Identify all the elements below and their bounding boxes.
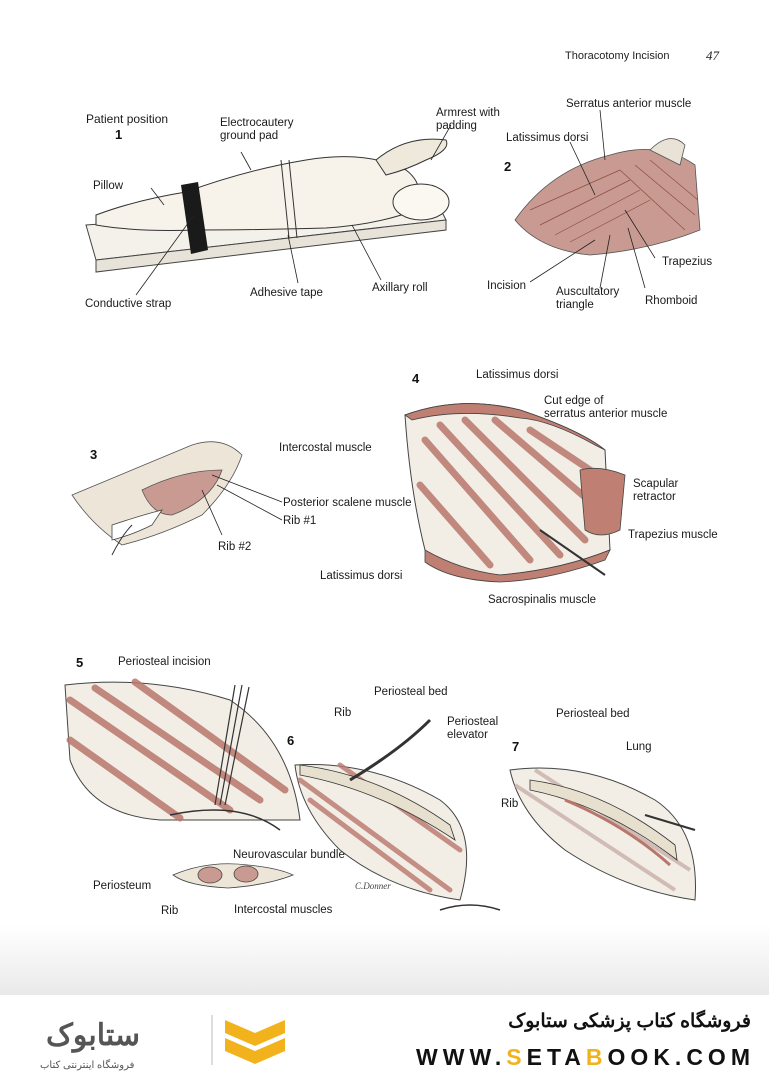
fig1-label-armrest: Armrest with padding <box>436 107 500 132</box>
fig6-label-periosteal-bed: Periosteal bed <box>374 686 448 698</box>
fig7-number: 7 <box>512 739 520 754</box>
fig2-label-serratus: Serratus anterior muscle <box>566 98 692 110</box>
fig1-label-ground-pad: Electrocautery ground pad <box>220 117 294 142</box>
fig5-label-intercostal: Intercostal muscles <box>234 904 333 916</box>
fig2-label-incision: Incision <box>487 280 526 292</box>
fig3-number: 3 <box>90 447 98 462</box>
footer-banner <box>0 995 769 1080</box>
fig1-label-tape: Adhesive tape <box>250 287 323 299</box>
fig4-label-cut-edge: Cut edge of serratus anterior muscle <box>544 395 668 420</box>
fig2-back-muscles-illustration <box>514 109 701 289</box>
fig4-label-latissimus-top: Latissimus dorsi <box>476 369 559 381</box>
brand-url[interactable]: WWW.SETABOOK.COM <box>416 1044 755 1070</box>
fig4-number: 4 <box>412 371 420 386</box>
fig6-label-rib: Rib <box>334 707 352 719</box>
fig6-label-elevator: Periosteal elevator <box>447 716 499 741</box>
fig5-rib-cross-section <box>172 863 295 889</box>
fig4-label-intercostal: Intercostal muscle <box>279 442 372 454</box>
fig2-label-trapezius: Trapezius <box>662 256 713 268</box>
fig2-label-latissimus: Latissimus dorsi <box>506 132 589 144</box>
fig3-apex-illustration <box>71 441 283 556</box>
fig2-label-rhomboid: Rhomboid <box>645 295 698 307</box>
fig5-label-rib: Rib <box>161 905 179 917</box>
fig4-label-latissimus-bottom: Latissimus dorsi <box>320 570 403 582</box>
fig3-label-rib1: Rib #1 <box>283 515 317 527</box>
fig4-label-trapezius: Trapezius muscle <box>628 529 718 541</box>
fig1-label-roll: Axillary roll <box>372 282 428 294</box>
fig7-label-rib: Rib <box>501 798 519 810</box>
fig2-label-auscultatory: Auscultatory triangle <box>556 286 620 311</box>
fig6-signature: C.Donner <box>355 881 391 891</box>
footer-fade <box>0 925 769 1005</box>
brand-logo-text: ستابوک <box>46 1019 141 1052</box>
fig4-chest-wall-illustration <box>404 403 626 583</box>
fig7-lung-exposure-illustration <box>509 767 696 901</box>
fig3-label-rib2: Rib #2 <box>218 541 252 553</box>
fig1-label-pillow: Pillow <box>93 180 124 192</box>
fig2-number: 2 <box>504 159 512 174</box>
fig7-label-lung: Lung <box>626 741 652 753</box>
brand-logo-icon <box>211 1015 285 1065</box>
running-header-title: Thoracotomy Incision <box>565 50 670 62</box>
fig7-label-periosteal-bed: Periosteal bed <box>556 708 630 720</box>
fig4-label-sacrospinalis: Sacrospinalis muscle <box>488 594 597 606</box>
fig5-label-neurovascular: Neurovascular bundle <box>233 849 345 861</box>
brand-store-name: فروشگاه کتاب پزشکی ستابوک <box>508 1011 751 1032</box>
fig1-label-strap: Conductive strap <box>85 298 172 310</box>
fig6-rib-elevation-illustration <box>294 718 501 911</box>
fig5-label-periosteum: Periosteum <box>93 880 152 892</box>
brand-logo-subtitle: فروشگاه اینترنتی کتاب <box>40 1060 135 1071</box>
fig5-number: 5 <box>76 655 84 670</box>
fig1-number: 1 <box>115 127 123 142</box>
fig5-label-periosteal-incision: Periosteal incision <box>118 656 211 668</box>
fig1-patient-illustration <box>85 124 452 296</box>
fig5-periosteal-incision-illustration <box>64 678 301 831</box>
fig3-label-scalene: Posterior scalene muscle <box>283 497 412 509</box>
fig4-label-scapular: Scapular retractor <box>633 478 679 503</box>
fig1-title: Patient position <box>86 112 169 126</box>
page-number: 47 <box>706 48 719 63</box>
fig6-number: 6 <box>287 733 295 748</box>
